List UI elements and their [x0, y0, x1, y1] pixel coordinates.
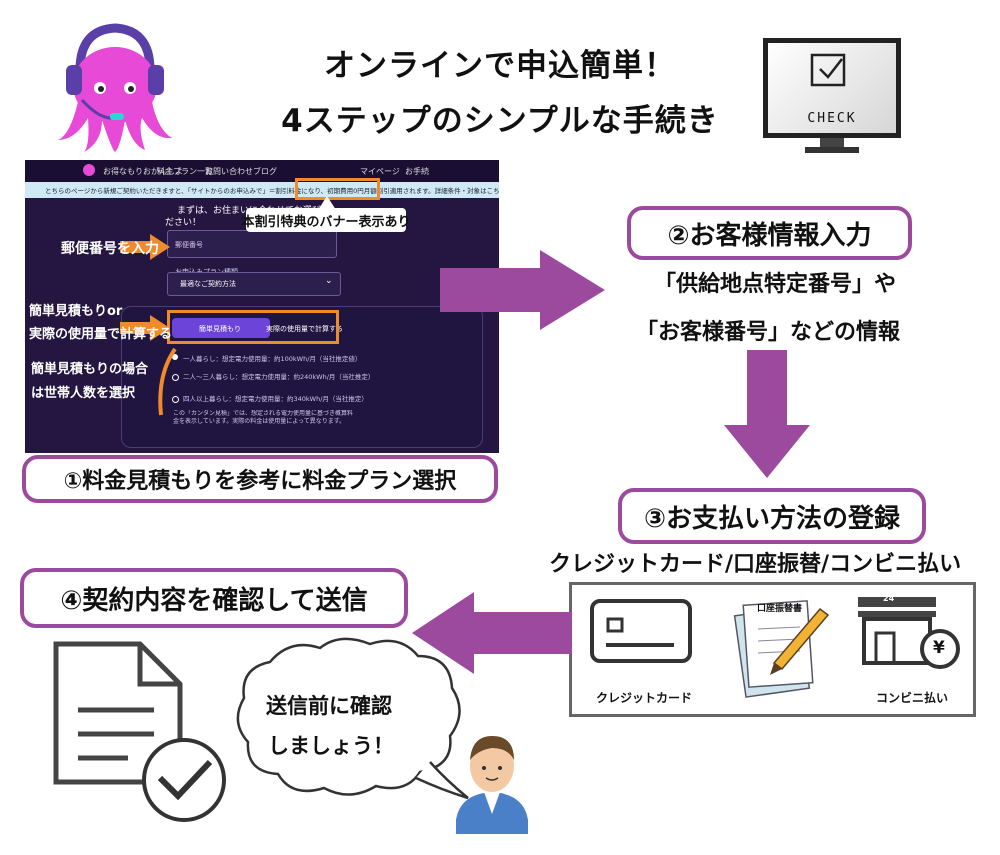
credit-card-icon [590, 599, 692, 663]
bank-form-label: 口座振替書 [757, 604, 803, 614]
bubble-line-2: しましょう！ [268, 734, 394, 758]
chevron-down-icon: ⌄ [325, 276, 333, 286]
orange-arrow-postal-icon [120, 234, 170, 260]
orange-arrow-estimate-icon [120, 315, 170, 341]
payment-methods-panel: クレジットカード 口座振替書 24 ¥ コンビニ払い [569, 582, 976, 717]
nav-item-4[interactable]: ブログ [253, 167, 277, 176]
title-line-2: 4ステップのシンプルな手続き [281, 103, 719, 139]
radio-3-label: 四人以上暮らし：想定電力使用量：約340kWh/月（当社推定） [183, 395, 368, 403]
conbini-label: コンビニ払い [876, 691, 949, 705]
orange-bracket-icon [158, 347, 177, 416]
site-nav-bar [25, 160, 499, 182]
check-label: CHECK [807, 111, 857, 126]
octopus-mascot-icon [58, 23, 172, 152]
postal-placeholder: 郵便番号 [175, 241, 203, 249]
plan-select-value: 最適なご契約方法 [180, 280, 236, 288]
credit-card-label: クレジットカード [596, 691, 693, 705]
step-3-label: ③お支払い方法の登録 [618, 488, 926, 544]
step-2-label: ②お客様情報入力 [627, 206, 912, 260]
site-logo-icon [83, 164, 95, 176]
household-annotation-1: 簡単見積もりの場合 [31, 362, 149, 377]
toggle-highlight [167, 310, 339, 344]
radio-1[interactable] [172, 354, 178, 360]
step-1-label: ①料金見積もりを参考に料金プラン選択 [22, 455, 498, 503]
step-3-detail: クレジットカード/口座振替/コンビニ払い [549, 552, 962, 577]
radio-2[interactable] [172, 374, 179, 381]
check-monitor: CHECK [763, 38, 901, 138]
radio-2-label: 二人～三人暮らし：想定電力使用量：約240kWh/月（当社推定） [183, 373, 375, 381]
monitor-stand [820, 138, 844, 148]
toggle-simple-estimate[interactable] [172, 318, 270, 338]
postal-annotation: 郵便番号を入力 [61, 241, 159, 257]
estimate-annotation-1: 簡単見積もりor [29, 304, 123, 319]
household-annotation-2: は世帯人数を選択 [31, 386, 136, 401]
callout-pointer-icon [318, 196, 336, 210]
checkbox-icon [810, 53, 846, 87]
speech-bubble [236, 637, 469, 800]
estimate-annotation-2: 実際の使用量で計算する [29, 327, 173, 342]
discount-banner[interactable] [25, 182, 499, 198]
title-line-1: オンラインで申込簡単！ [324, 48, 676, 84]
arrow-right-icon [440, 250, 605, 330]
toggle-right-label: 実際の使用量で計算する [266, 325, 343, 333]
plan-select[interactable] [167, 272, 341, 296]
radio-1-label: 一人暮らし：想定電力使用量：約100kWh/月（当社推定値） [183, 355, 362, 363]
step-4-label: ④契約内容を確認して送信 [20, 568, 408, 628]
banner-text: とちらのページから新規ご契約いただきますと、「サイトからのお申込みで」＝割引料金… [45, 187, 499, 195]
yen-icon: ¥ [933, 638, 945, 658]
nav-item-2[interactable]: 料金プラン一覧 [157, 167, 213, 176]
website-screenshot: お得なもりおがんしよ 料金プラン一覧 お問い合わせ ブログ マイページ お手続 … [25, 160, 499, 453]
step-2-detail-2: 「お客様番号」などの情報 [636, 320, 901, 345]
nav-procedure[interactable]: お手続 [405, 167, 429, 176]
convenience-store-icon [858, 597, 960, 669]
bubble-line-1: 送信前に確認 [266, 694, 392, 718]
banner-callout: 本割引特典のバナー表示あり [242, 208, 411, 232]
form-heading-2: ださい！ [165, 218, 202, 228]
banner-highlight [295, 178, 380, 200]
monitor-base [805, 147, 859, 153]
radio-3[interactable] [172, 396, 179, 403]
toggle-left-label: 簡単見積もり [199, 325, 241, 333]
arrow-down-icon [724, 350, 810, 478]
person-icon [456, 736, 528, 834]
arrow-left-icon [412, 592, 572, 674]
nav-item-1[interactable]: お得なもりおがんしよ [103, 167, 183, 176]
document-check-icon [53, 641, 226, 822]
nav-mypage[interactable]: マイページ [360, 167, 400, 176]
bank-transfer-form-icon [733, 600, 830, 698]
nav-item-3[interactable]: お問い合わせ [205, 167, 253, 176]
step-2-detail-1: 「供給地点特定番号」や [654, 272, 897, 297]
estimate-note: この「カンタン見積」では、想定される電力使用量に基づき概算料金を表示しています。… [173, 410, 353, 425]
store-number: 24 [883, 594, 895, 603]
